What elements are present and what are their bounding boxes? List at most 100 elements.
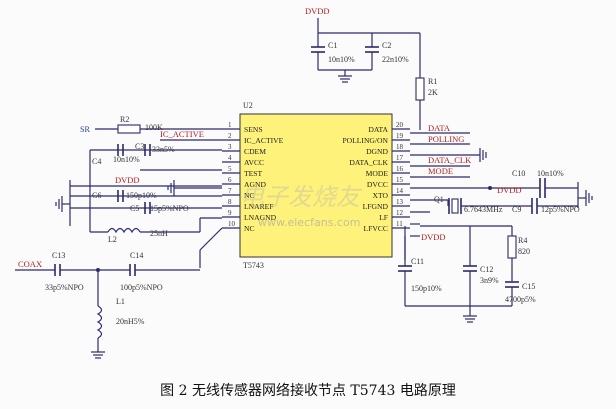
c14-ref: C14 [130, 251, 143, 260]
l1-value: 20nH5% [116, 317, 145, 326]
ground-icon [578, 190, 593, 206]
l2-inductor [107, 227, 141, 234]
l1-inductor [96, 305, 103, 339]
c13-value: 33p5%NPO [45, 283, 84, 292]
r1-resistor [415, 77, 425, 101]
r2-ref: R2 [120, 115, 129, 124]
net-label-ic-active: IC_ACTIVE [160, 129, 204, 139]
c15-ref: C15 [522, 282, 535, 291]
ic-pin-number: 19 [396, 132, 404, 140]
figure-caption: 图 2 无线传感器网络接收节点 T5743 电路原理 [160, 383, 456, 399]
net-label-dvdd-lf: DVDD [421, 232, 446, 242]
ic-pin-number: 3 [228, 143, 232, 151]
net-label-dvdd-top: DVDD [305, 6, 330, 16]
r2-resistor [117, 124, 141, 134]
ic-pin-number: 1 [228, 121, 232, 129]
c9-ref: C9 [512, 205, 521, 214]
ic-pin-name: TEST [244, 169, 263, 178]
q1-crystal [451, 198, 459, 214]
net-label-dvdd-right: DVDD [497, 185, 522, 195]
ic-pin-name: POLLING/ON [342, 136, 388, 145]
r1-ref: R1 [428, 77, 437, 86]
ic-pin-name: LFVCC [364, 224, 388, 233]
ic-pin-number: 6 [228, 176, 232, 184]
ic-pin-name: DATA [368, 125, 388, 134]
ic-pin-number: 14 [396, 187, 404, 195]
ic-pin-number: 2 [228, 132, 232, 140]
c10-ref: C10 [512, 169, 525, 178]
r2-value: 100K [145, 123, 163, 132]
c9-value: 12p5%NPO [541, 205, 580, 214]
c2-value: 22n10% [382, 55, 409, 64]
c3-value: 33n5% [152, 145, 175, 154]
ic-pin-number: 18 [396, 143, 404, 151]
ic-body [239, 113, 393, 258]
watermark-url: www.elecfans.com [258, 216, 360, 229]
ground-icon [55, 180, 71, 226]
ic-pin-name: MODE [366, 169, 389, 178]
l2-value: 25nH [150, 229, 168, 238]
l2-ref: L2 [108, 235, 117, 244]
c10-value: 10n10% [537, 169, 564, 178]
ic-pin-name: AVCC [244, 158, 264, 167]
net-label-coax: COAX [18, 259, 42, 269]
net-label-mode: MODE [428, 166, 453, 176]
watermark-brand: 电子发烧友 [240, 183, 363, 211]
c14-value: 100p5%NPO [120, 283, 163, 292]
ground-icon [479, 148, 487, 162]
net-label-data: DATA [428, 123, 451, 133]
ic-pin-name: DGND [366, 147, 388, 156]
ic-pin-name: NC [244, 191, 255, 200]
ic-pin-name: DATA_CLK [349, 158, 388, 167]
ic-pin-number: 9 [228, 209, 232, 217]
ic-pin-number: 15 [396, 176, 404, 184]
ground-icon [167, 180, 222, 196]
top-supply-section: DVDD C1 10n10% C2 22n10% R1 2K [305, 6, 438, 130]
ic-pin-name: CDEM [244, 147, 266, 156]
ic-pin-number: 7 [228, 187, 232, 195]
c2-ref: C2 [382, 41, 391, 50]
ic-pin-name: SENS [244, 125, 263, 134]
ic-pin-number: 13 [396, 198, 404, 206]
ic-pin-name: DVCC [367, 180, 388, 189]
right-section: DATA POLLING DATA_CLK MODE DVDD C10 10n1… [398, 123, 593, 323]
net-label-dvdd-left: DVDD [115, 175, 140, 185]
ic-part: T5743 [243, 261, 264, 270]
ic-ref: U2 [243, 101, 253, 110]
q1-ref: Q1 [434, 195, 444, 204]
l1-ref: L1 [116, 297, 125, 306]
ic-pin-number: 12 [396, 209, 404, 217]
ic-pin-name: XTO [373, 191, 389, 200]
ic-pin-name: LNAGND [244, 213, 277, 222]
ground-icon [463, 306, 477, 323]
ic-pin-number: 17 [396, 154, 404, 162]
net-label-data-clk: DATA_CLK [428, 155, 472, 165]
ic-pin-number: 10 [228, 220, 236, 228]
c12-value: 3n9% [480, 276, 499, 285]
ic-pin-number: 5 [228, 165, 232, 173]
ground-icon [91, 351, 105, 359]
c11-ref: C11 [411, 257, 424, 266]
ic-pin-number: 20 [396, 121, 404, 129]
ic-pin-number: 8 [228, 198, 232, 206]
watermark: 电子发烧友 www.elecfans.com [240, 183, 363, 229]
ground-icon [338, 70, 352, 83]
ic-pin-number: 16 [396, 165, 404, 173]
net-label-polling: POLLING [428, 134, 464, 144]
c13-ref: C13 [52, 251, 65, 260]
c4-ref: C4 [92, 157, 101, 166]
c11-value: 150p10% [411, 284, 442, 293]
net-label-sr: SR [80, 125, 90, 134]
c3-ref: C3 [135, 142, 144, 151]
r4-ref: R4 [518, 236, 527, 245]
ic-pin-number: 4 [228, 154, 232, 162]
ic-pin-number: 11 [396, 220, 403, 228]
c12-ref: C12 [480, 265, 493, 274]
q1-value: 6.7643MHz [464, 205, 503, 214]
ic-pin-name: NC [244, 224, 255, 233]
r1-value: 2K [428, 88, 438, 97]
